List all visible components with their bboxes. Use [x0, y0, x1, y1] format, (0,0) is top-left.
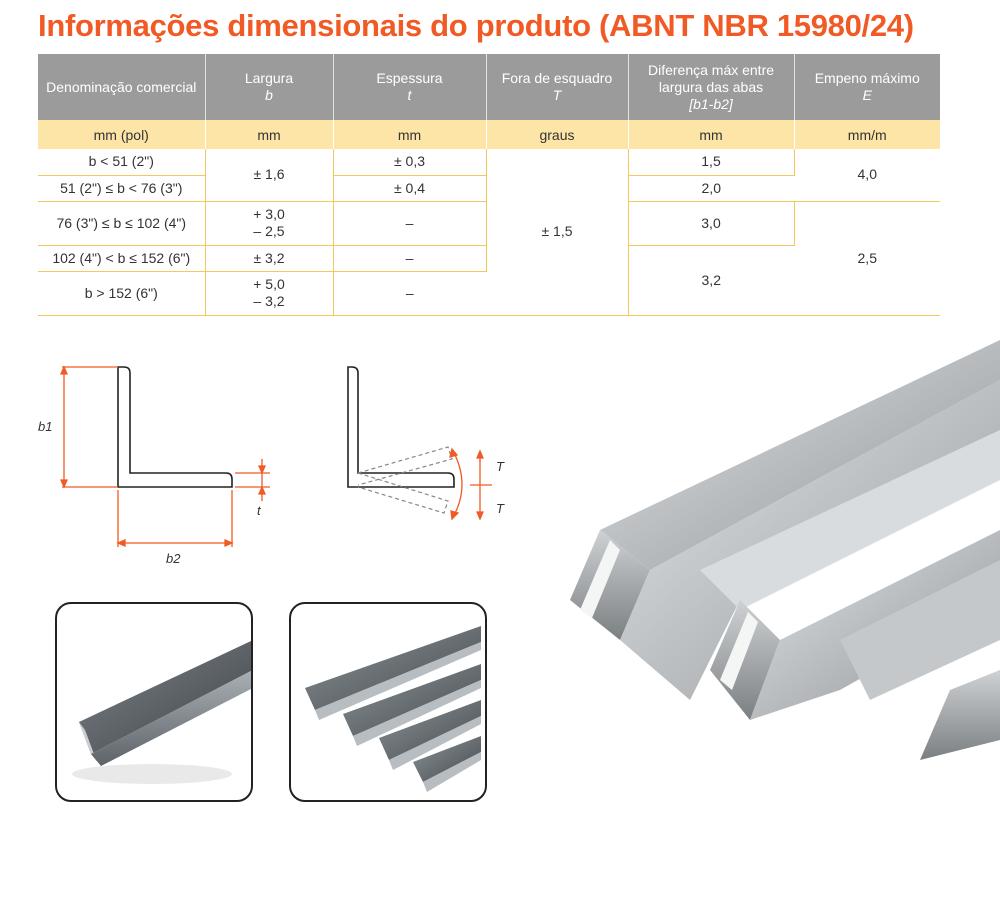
cell-espessura: –	[333, 245, 487, 272]
table-row: b > 152 (6") + 5,0– 3,2 –	[38, 271, 940, 316]
label-T-lower: T	[496, 501, 505, 516]
cell-diferenca: 3,0	[628, 201, 795, 246]
product-photo-single	[55, 602, 253, 802]
unit-cell: mm	[628, 120, 795, 149]
cell-empeno: 4,0	[794, 149, 940, 202]
angle-profile-diagram: b1 b2 t	[38, 365, 270, 566]
cell-largura: ± 1,6	[205, 149, 334, 202]
cell-denominacao: b > 152 (6")	[38, 271, 206, 316]
unit-cell: graus	[486, 120, 629, 149]
header-denominacao: Denominação comercial	[38, 54, 206, 120]
label-t: t	[257, 503, 262, 518]
unit-cell: mm (pol)	[38, 120, 206, 149]
table-row: b < 51 (2") ± 1,6 ± 0,3 ± 1,5 1,5 4,0	[38, 149, 940, 316]
cell-espessura: –	[333, 201, 487, 246]
cell-denominacao: b < 51 (2")	[38, 149, 206, 176]
table-row: 102 (4") < b ≤ 152 (6") ± 3,2 – 3,2	[38, 245, 940, 316]
page-title: Informações dimensionais do produto (ABN…	[38, 8, 914, 43]
single-angle-image	[72, 640, 251, 784]
cell-largura: ± 3,2	[205, 245, 334, 272]
cell-diferenca: 1,5	[628, 149, 795, 176]
cell-esquadro: ± 1,5	[486, 149, 629, 316]
label-b1: b1	[38, 419, 52, 434]
cell-diferenca: 2,0	[628, 175, 794, 202]
label-T-upper: T	[496, 459, 505, 474]
cell-denominacao: 102 (4") < b ≤ 152 (6")	[38, 245, 206, 272]
table-row: 51 (2") ≤ b < 76 (3") ± 0,4 2,0	[38, 175, 940, 202]
cell-largura: + 3,0– 2,5	[205, 201, 334, 246]
cell-espessura: –	[333, 271, 486, 316]
label-b2: b2	[166, 551, 181, 566]
angle-outline	[117, 366, 233, 488]
cell-denominacao: 76 (3") ≤ b ≤ 102 (4")	[38, 201, 206, 246]
cell-largura: + 5,0– 3,2	[205, 271, 334, 316]
unit-cell: mm	[333, 120, 487, 149]
cell-diferenca: 3,2	[628, 245, 794, 316]
multiple-angles-image	[305, 626, 481, 792]
angle-outline-2	[347, 366, 455, 488]
cell-empeno: 2,5	[794, 201, 940, 316]
table-row: 76 (3") ≤ b ≤ 102 (4") + 3,0– 2,5 – 3,0 …	[38, 201, 940, 316]
unit-cell: mm/m	[794, 120, 940, 149]
out-of-square-diagram: T T	[347, 366, 505, 521]
cell-espessura: ± 0,4	[333, 175, 487, 202]
table-units-row: mm (pol) mm mm graus mm mm/m	[38, 120, 940, 149]
cell-denominacao: 51 (2") ≤ b < 76 (3")	[38, 175, 206, 202]
product-photo-multiple	[289, 602, 487, 802]
unit-cell: mm	[205, 120, 334, 149]
header-diferenca: Diferença máx entre largura das abas[b1-…	[628, 54, 795, 120]
stacked-angles-hero-image	[570, 340, 1000, 760]
cell-espessura: ± 0,3	[333, 149, 487, 176]
